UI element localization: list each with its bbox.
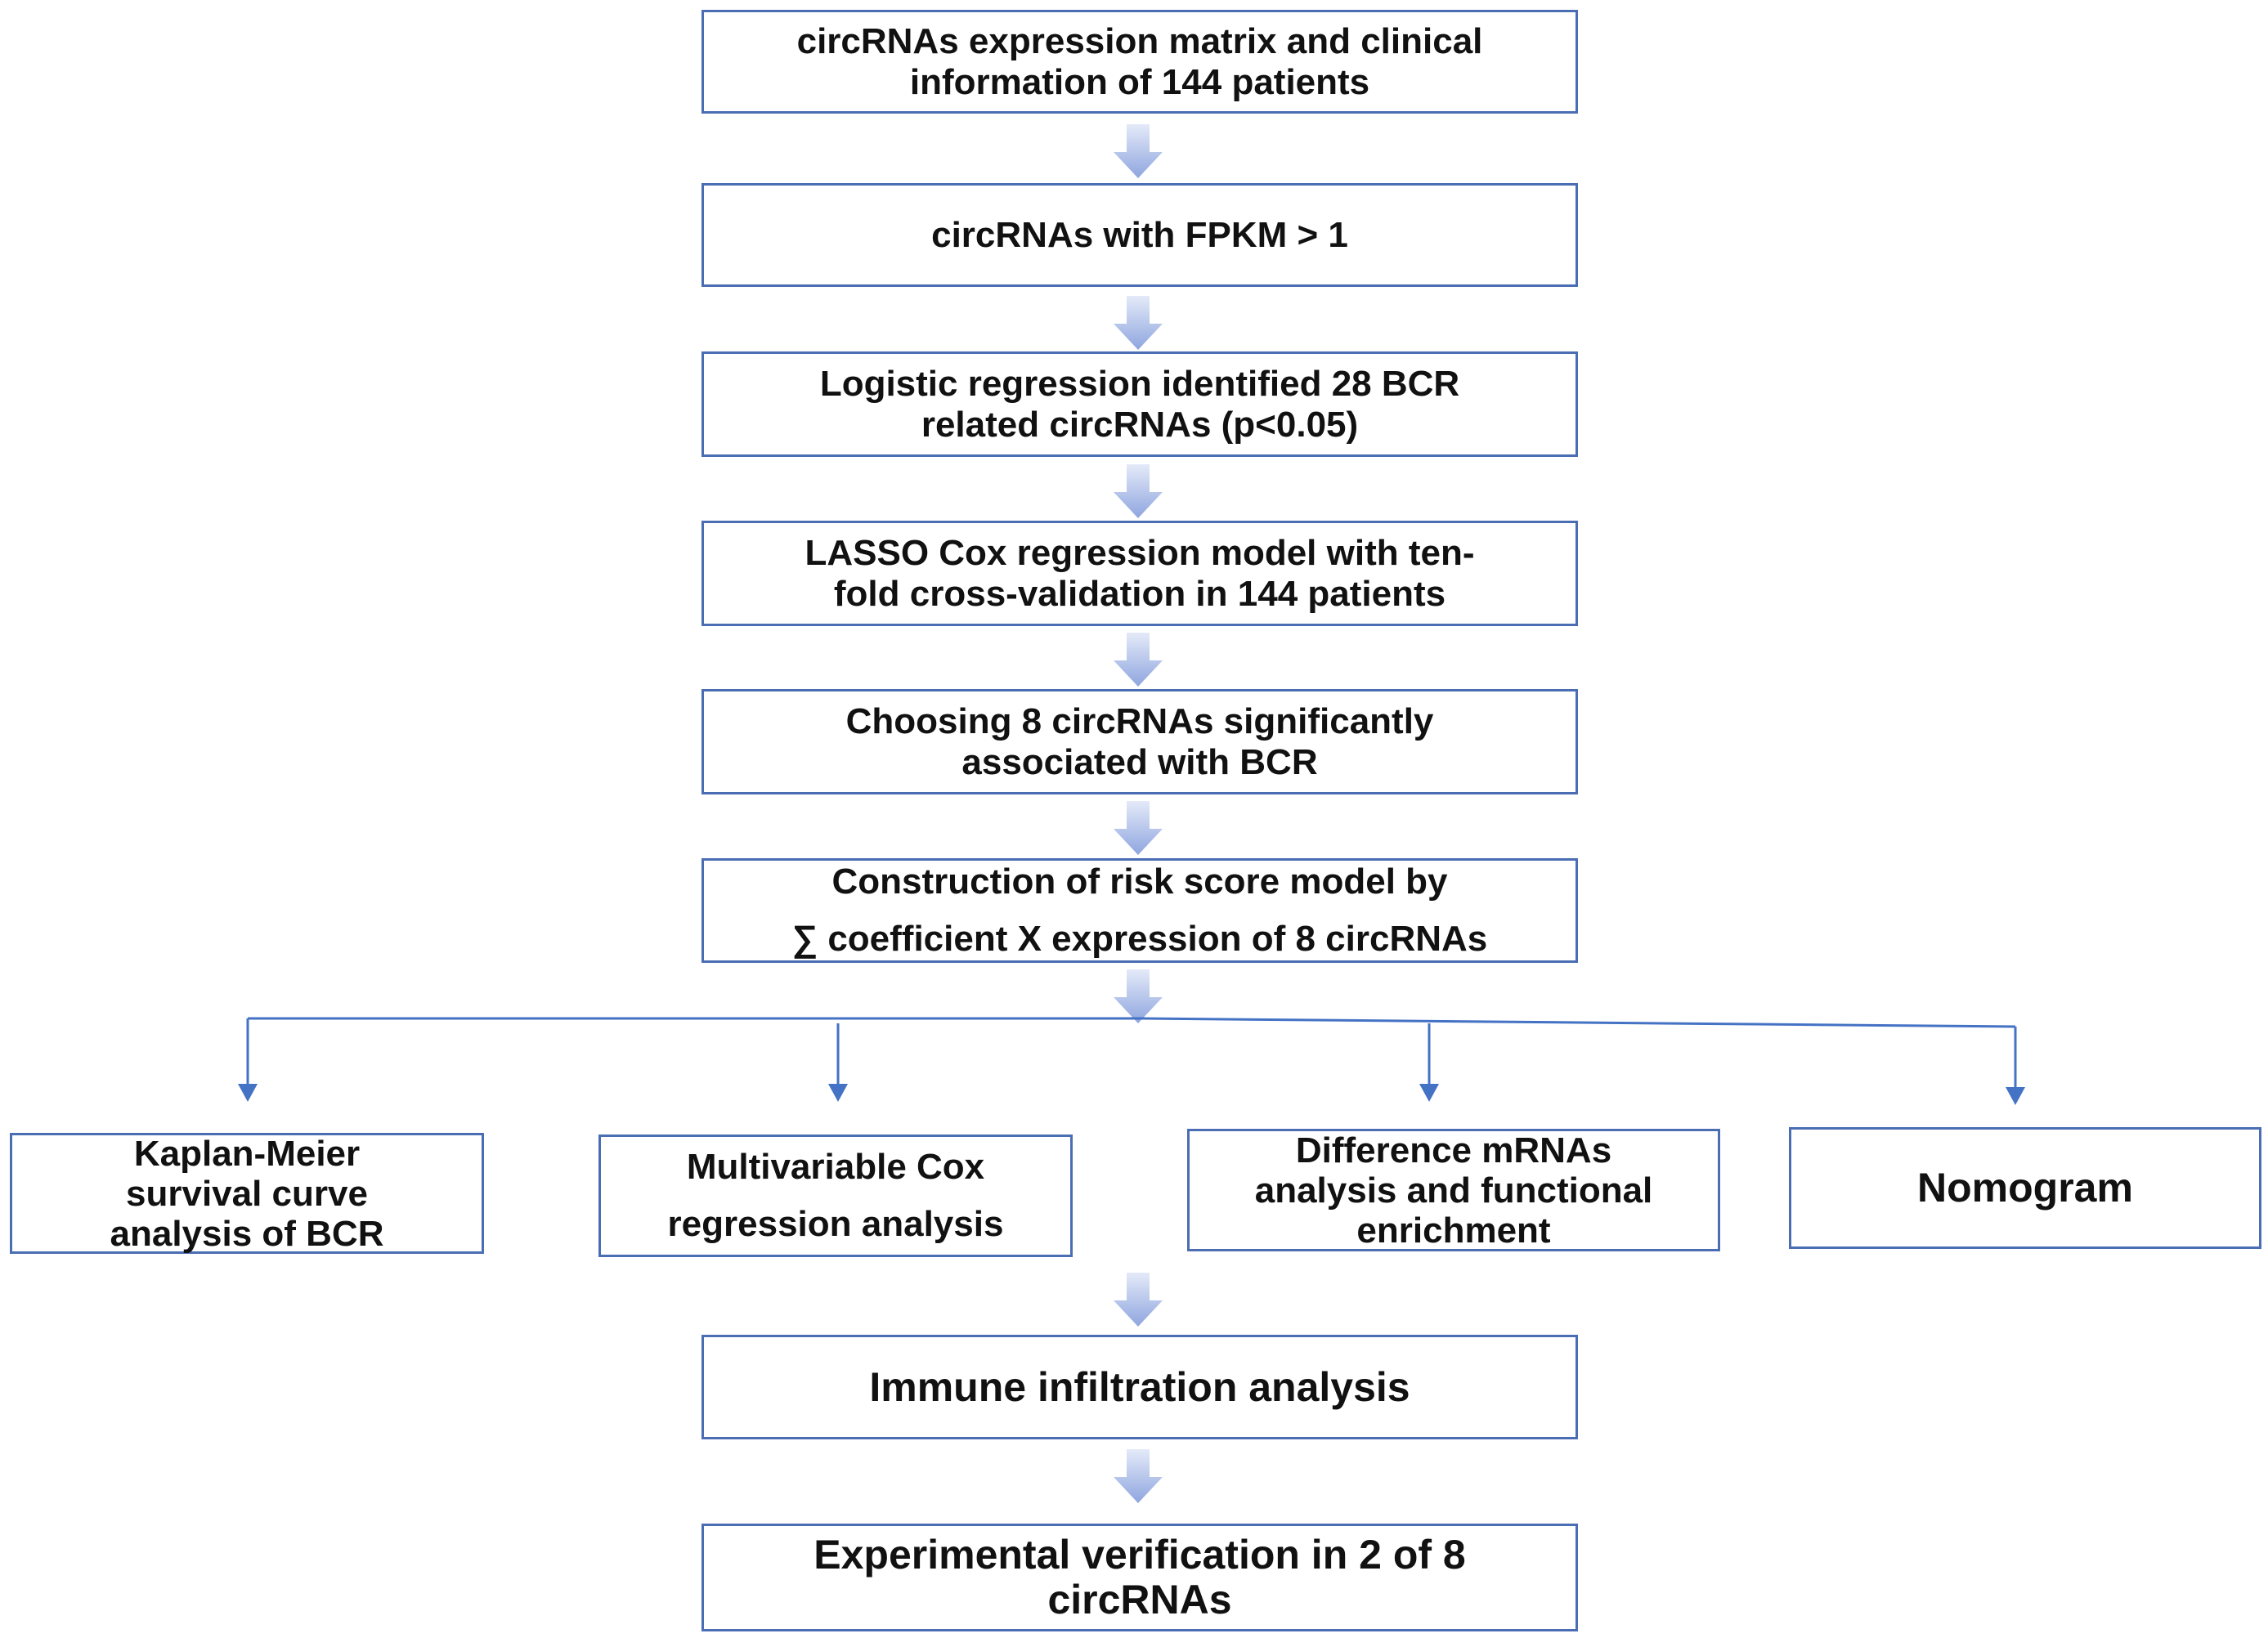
step-expression-matrix: circRNAs expression matrix and clinical … (701, 10, 1578, 114)
step-experimental-verification: Experimental verification in 2 of 8 circ… (701, 1524, 1578, 1631)
step-lasso-cox: LASSO Cox regression model with ten- fol… (701, 521, 1578, 626)
arrowhead-icon (238, 1084, 258, 1102)
step-risk-score-model: Construction of risk score model by ∑ co… (701, 858, 1578, 963)
branch-difference-mrnas: Difference mRNAs analysis and functional… (1187, 1129, 1720, 1251)
branch-nomogram-label: Nomogram (1917, 1165, 2133, 1211)
down-arrow-icon (1114, 296, 1163, 350)
branch-kaplan-meier-label: Kaplan-Meier survival curve analysis of … (110, 1133, 384, 1254)
branch-multivariable-cox-label: Multivariable Cox regression analysis (667, 1147, 1004, 1244)
down-arrow-icon (1114, 633, 1163, 687)
step-expression-matrix-label: circRNAs expression matrix and clinical … (796, 20, 1483, 102)
step-fpkm-filter: circRNAs with FPKM > 1 (701, 183, 1578, 287)
step-choosing-circrnas: Choosing 8 circRNAs significantly associ… (701, 689, 1578, 794)
branch-kaplan-meier: Kaplan-Meier survival curve analysis of … (10, 1133, 484, 1254)
arrowhead-icon (1419, 1084, 1439, 1102)
step-immune-infiltration-label: Immune infiltration analysis (869, 1363, 1410, 1410)
step-choosing-circrnas-label: Choosing 8 circRNAs significantly associ… (845, 700, 1434, 782)
branch-nomogram: Nomogram (1789, 1127, 2261, 1249)
down-arrow-icon (1114, 464, 1163, 518)
down-arrow-icon (1114, 969, 1163, 1023)
step-experimental-verification-label: Experimental verification in 2 of 8 circ… (814, 1532, 1466, 1622)
down-arrow-icon (1114, 1273, 1163, 1327)
step-fpkm-filter-label: circRNAs with FPKM > 1 (931, 214, 1348, 255)
branch-multivariable-cox: Multivariable Cox regression analysis (598, 1135, 1073, 1257)
step-immune-infiltration: Immune infiltration analysis (701, 1335, 1578, 1439)
step-logistic-regression: Logistic regression identified 28 BCR re… (701, 351, 1578, 457)
step-logistic-regression-label: Logistic regression identified 28 BCR re… (819, 363, 1460, 445)
branch-difference-mrnas-label: Difference mRNAs analysis and functional… (1254, 1130, 1653, 1251)
step-risk-score-model-label: Construction of risk score model by ∑ co… (791, 862, 1488, 959)
arrowhead-icon (2006, 1087, 2025, 1105)
arrowhead-icon (828, 1084, 848, 1102)
down-arrow-icon (1114, 124, 1163, 178)
step-lasso-cox-label: LASSO Cox regression model with ten- fol… (805, 532, 1475, 614)
down-arrow-icon (1114, 801, 1163, 855)
down-arrow-icon (1114, 1449, 1163, 1503)
